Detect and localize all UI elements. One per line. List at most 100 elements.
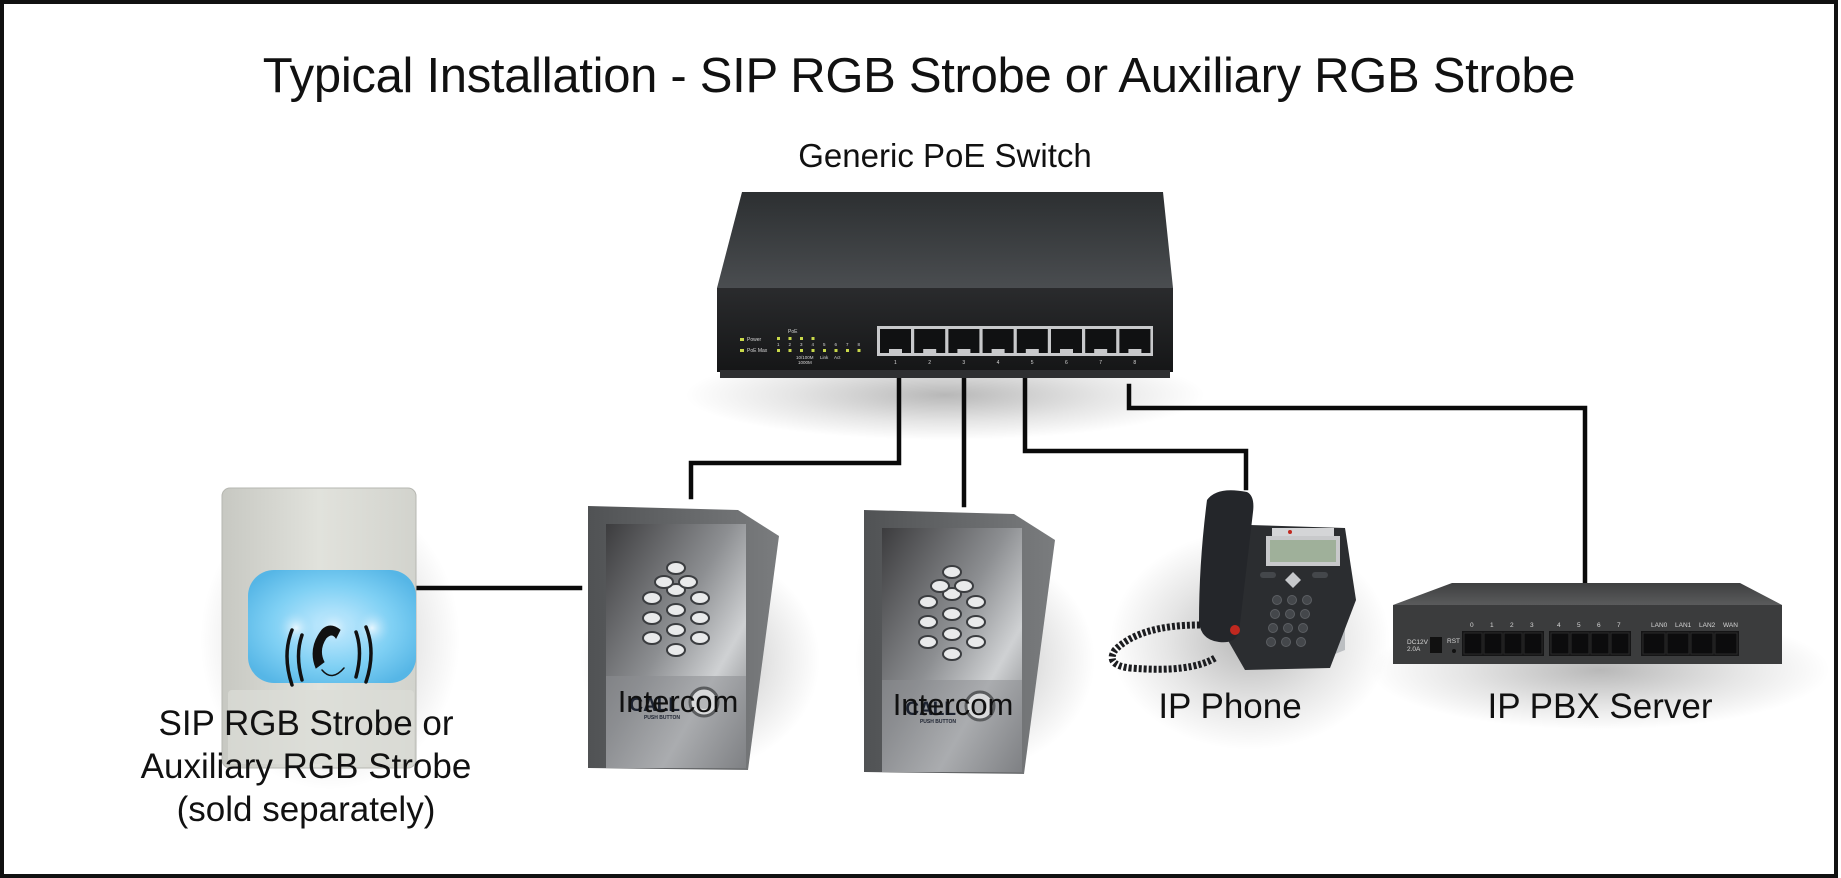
fxs-port[interactable] — [1503, 632, 1523, 655]
poe-led-icon — [800, 337, 803, 340]
lan-port-label: LAN1 — [1675, 622, 1692, 629]
lan-port[interactable] — [1714, 632, 1738, 655]
pbx-power-jack[interactable] — [1430, 637, 1442, 653]
switch-label: Generic PoE Switch — [798, 137, 1092, 174]
intercom-2-label: Intercom — [892, 687, 1014, 722]
wire-port5-phone — [1022, 377, 1249, 491]
intercom-2-device: CALL PUSH BUTTON — [864, 510, 1055, 774]
fxs-port[interactable] — [1483, 632, 1503, 655]
fxs-port[interactable] — [1463, 632, 1483, 655]
call-button-center — [973, 699, 987, 713]
ethernet-port[interactable]: 5 — [1016, 329, 1048, 366]
switch-top-face — [717, 192, 1173, 288]
intercom-1-label: Intercom — [617, 684, 739, 719]
call-text: CALL — [629, 695, 680, 716]
phone-key[interactable] — [1283, 623, 1293, 633]
poe-led-icon — [811, 337, 815, 340]
speaker-grille — [642, 561, 710, 657]
grille-hole — [642, 591, 662, 605]
port-led-icon — [811, 349, 815, 352]
speed-1000-label: 1000M — [798, 360, 812, 365]
fxs-port-label: 0 — [1470, 622, 1474, 629]
phone-key[interactable] — [1300, 609, 1310, 619]
phone-soft-key[interactable] — [1260, 572, 1276, 578]
ethernet-port[interactable]: 2 — [914, 329, 946, 366]
grille-hole — [942, 607, 962, 621]
port-number: 6 — [1065, 360, 1068, 366]
grille-hole — [942, 565, 962, 579]
grille-hole — [654, 575, 674, 589]
ethernet-port[interactable]: 8 — [1119, 329, 1151, 366]
phone-soft-key[interactable] — [1312, 572, 1328, 578]
grille-hole — [642, 611, 662, 625]
grille-hole — [966, 595, 986, 609]
pbx-top-face — [1393, 583, 1782, 605]
grille-hole — [690, 611, 710, 625]
poe-led-icon — [777, 337, 780, 340]
grille-hole — [690, 591, 710, 605]
call-text: CALL — [905, 699, 956, 720]
pbx-reset-button[interactable] — [1452, 649, 1456, 653]
phone-key[interactable] — [1281, 637, 1291, 647]
ethernet-port[interactable]: 6 — [1051, 329, 1082, 366]
phone-key[interactable] — [1302, 595, 1312, 605]
lan-port-label: LAN2 — [1699, 622, 1716, 629]
strobe-label-line-2: Auxiliary RGB Strobe — [140, 747, 472, 786]
speed-100-label: 10/100M — [796, 355, 814, 360]
wire-port8-pbx — [1126, 383, 1588, 586]
fxs-port-label: 7 — [1617, 622, 1621, 629]
phone-hold-button[interactable] — [1230, 625, 1240, 635]
intercom-lower-plate — [606, 676, 746, 768]
fxs-port[interactable] — [1523, 632, 1543, 655]
grille-hole — [666, 583, 686, 597]
fxs-port[interactable] — [1610, 632, 1630, 655]
intercom-lower-plate — [882, 680, 1022, 772]
phone-key[interactable] — [1298, 623, 1308, 633]
port-led-icon — [788, 349, 792, 352]
phone-key[interactable] — [1287, 595, 1297, 605]
fxs-port[interactable] — [1550, 632, 1570, 655]
led-number: 1 — [777, 342, 780, 347]
fxs-port-label: 4 — [1557, 622, 1561, 629]
port-led-icon — [834, 349, 838, 352]
led-number: 4 — [812, 342, 815, 347]
phone-key[interactable] — [1266, 637, 1276, 647]
phone-key[interactable] — [1285, 609, 1295, 619]
phone-key[interactable] — [1296, 637, 1306, 647]
phone-nav-button[interactable] — [1285, 572, 1301, 588]
ethernet-port[interactable]: 3 — [948, 329, 980, 366]
phone-keypad — [1260, 572, 1328, 647]
port-led-icon — [857, 349, 861, 352]
strobe-label: SIP RGB Strobe or Auxiliary RGB Strobe (… — [106, 702, 506, 831]
pbx-power-amps: 2.0A — [1407, 646, 1421, 653]
phone-key[interactable] — [1272, 595, 1282, 605]
grille-hole — [642, 631, 662, 645]
fxs-port[interactable] — [1570, 632, 1590, 655]
port-number: 7 — [1099, 360, 1102, 366]
fxs-port[interactable] — [1590, 632, 1610, 655]
grille-hole — [954, 579, 974, 593]
ethernet-port[interactable]: 7 — [1085, 329, 1117, 366]
phone-brand-logo-icon — [1288, 530, 1292, 534]
lan-port[interactable] — [1666, 632, 1690, 655]
poe-led-icon — [788, 337, 792, 340]
phone-key[interactable] — [1270, 609, 1280, 619]
poe-max-led-icon — [740, 349, 744, 352]
phone-key[interactable] — [1268, 623, 1278, 633]
phone-display — [1266, 536, 1340, 566]
led-number: 2 — [789, 342, 792, 347]
phone-handset — [1199, 490, 1254, 643]
strobe-lower-panel — [228, 690, 414, 764]
ethernet-port[interactable]: 4 — [982, 329, 1014, 366]
ip-phone-device — [1108, 490, 1356, 673]
ethernet-port[interactable]: 1 — [880, 329, 911, 366]
lan-port[interactable] — [1690, 632, 1714, 655]
grille-hole — [966, 635, 986, 649]
grille-hole — [678, 575, 698, 589]
lan-port[interactable] — [1642, 632, 1666, 655]
power-led-icon — [740, 338, 744, 341]
grille-hole — [666, 603, 686, 617]
